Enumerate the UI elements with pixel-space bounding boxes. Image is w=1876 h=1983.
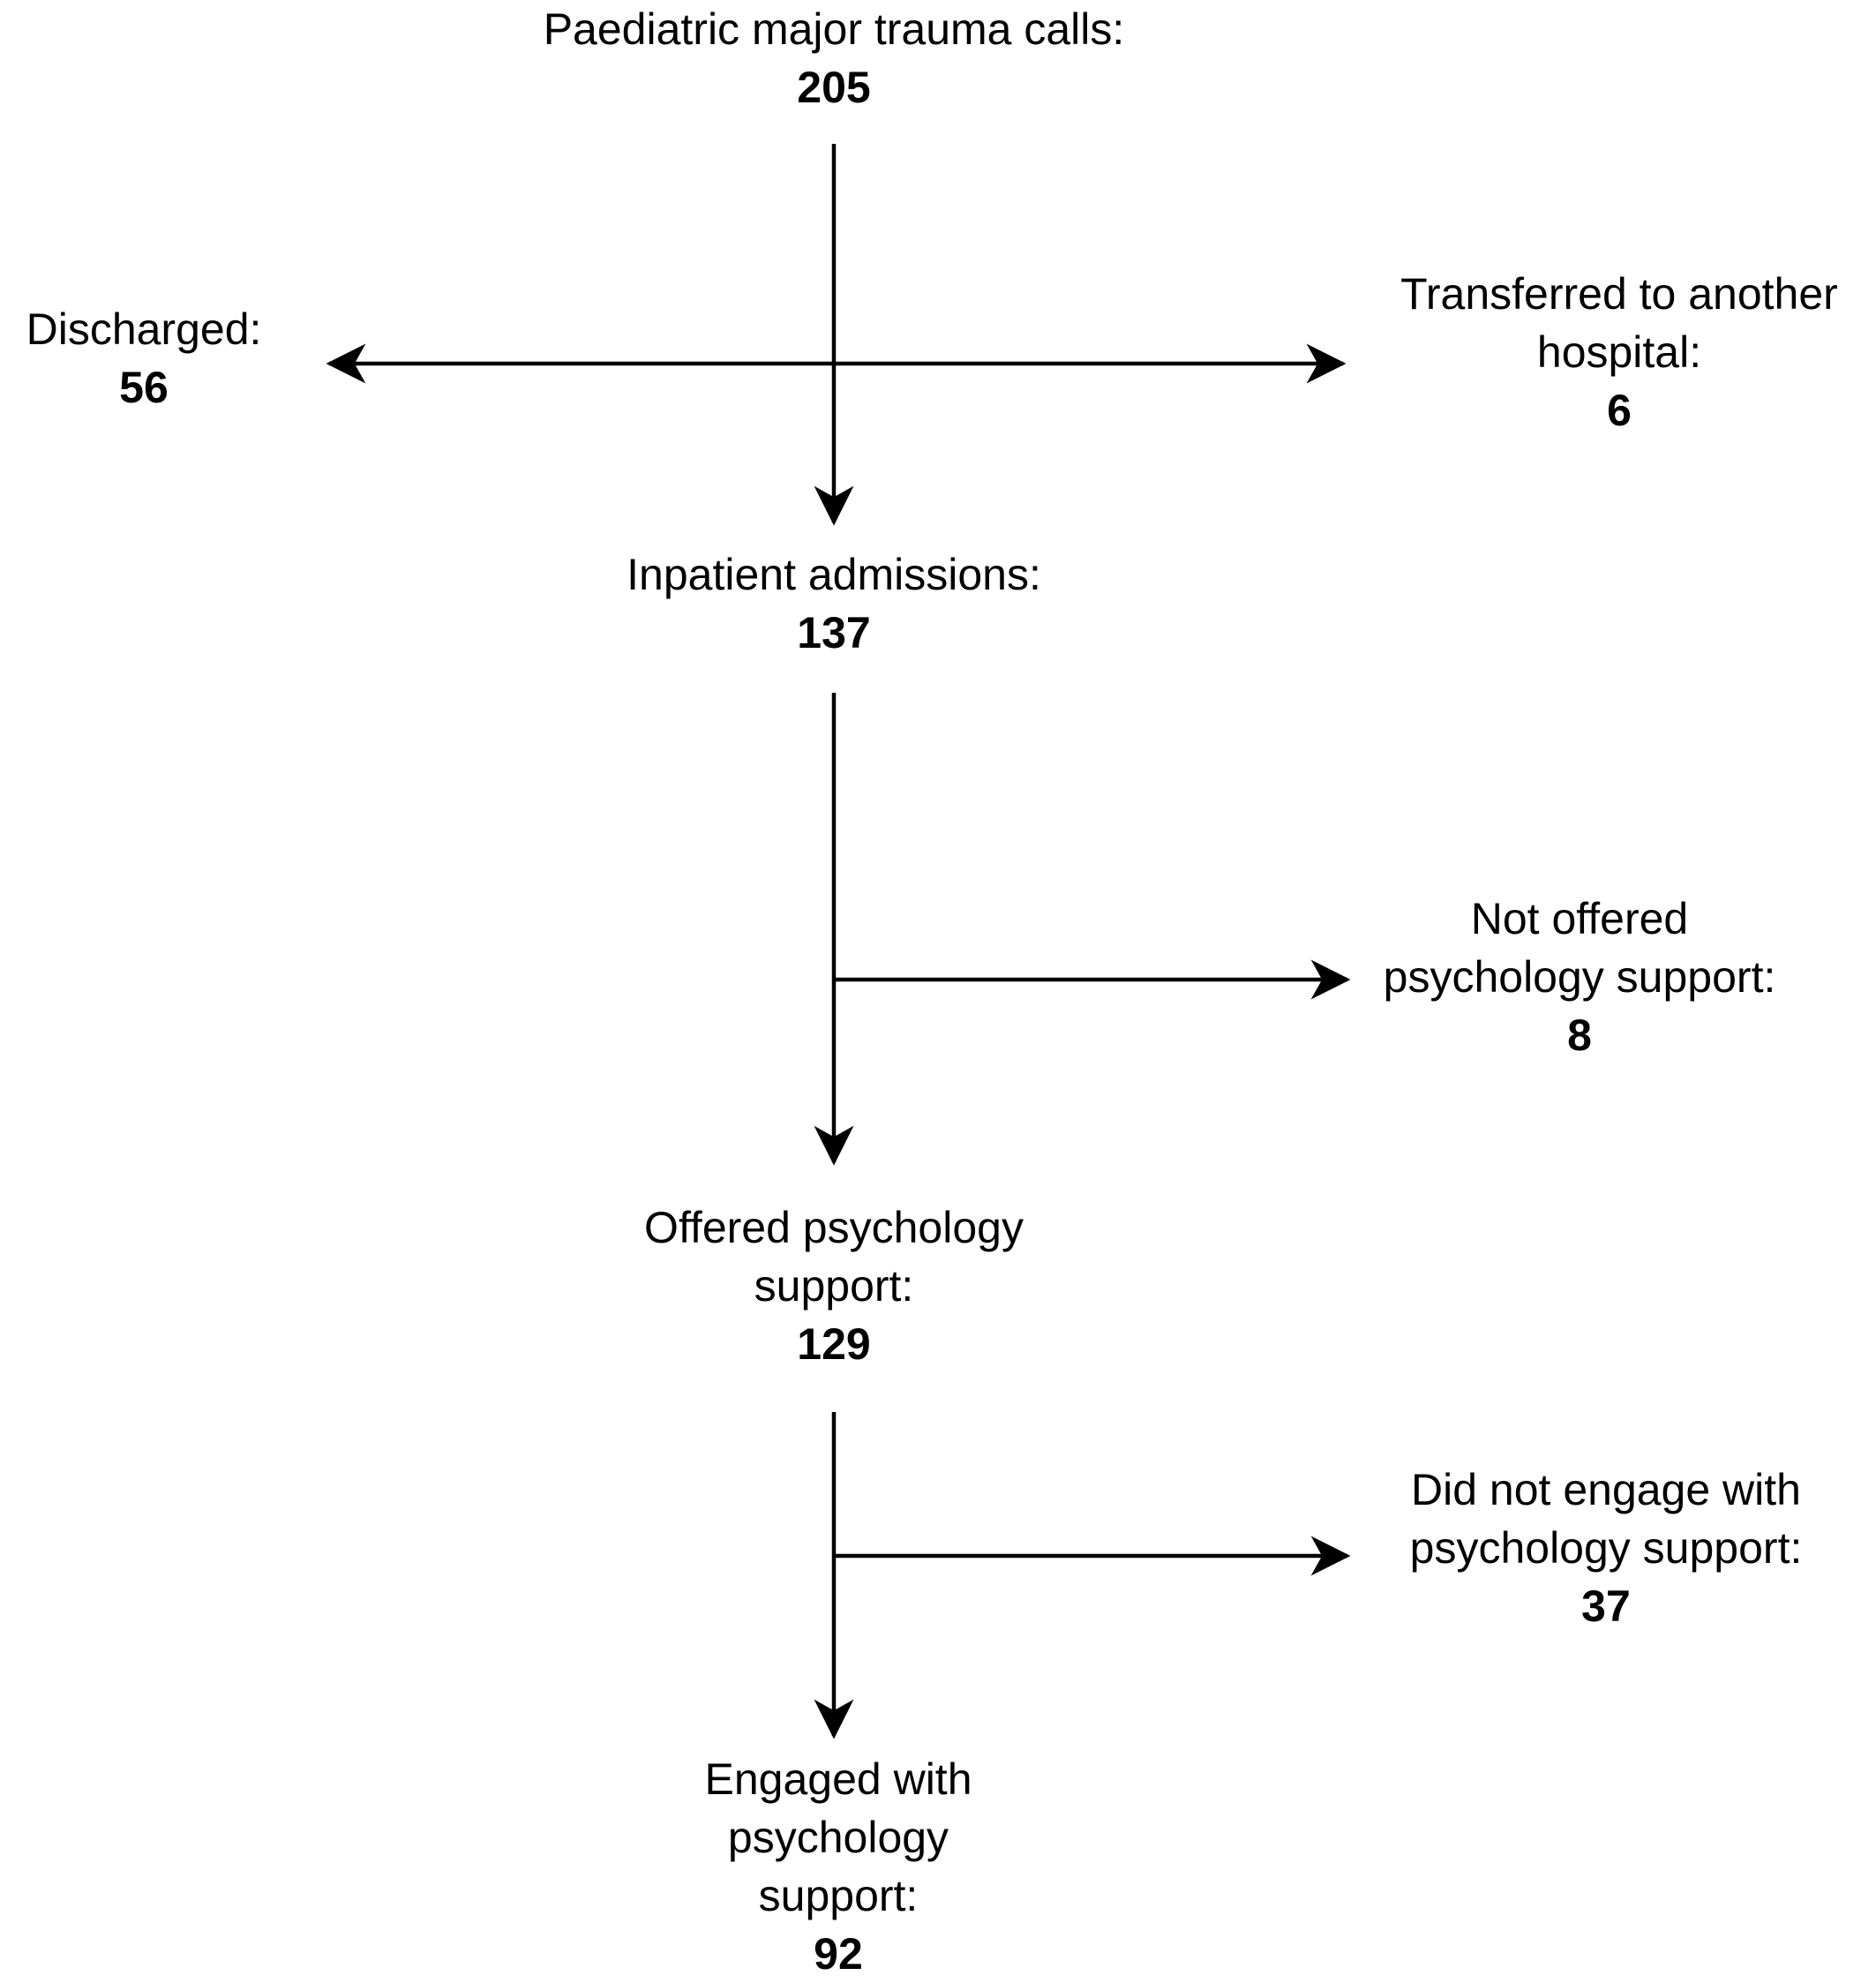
node-engaged-label-line2: psychology	[727, 1813, 949, 1862]
node-not-offered-value: 8	[1567, 1010, 1592, 1060]
node-not-engaged-value: 37	[1581, 1581, 1631, 1631]
node-discharged: Discharged: 56	[26, 300, 262, 417]
node-trauma-calls: Paediatric major trauma calls: 205	[544, 0, 1125, 116]
node-discharged-value: 56	[119, 363, 169, 412]
node-inpatient-label: Inpatient admissions:	[627, 550, 1041, 599]
node-trauma-calls-value: 205	[797, 63, 871, 112]
node-offered-label-line1: Offered psychology	[644, 1203, 1024, 1252]
node-transferred-label-line2: hospital:	[1536, 327, 1702, 377]
node-engaged-label-line3: support:	[758, 1871, 919, 1920]
node-offered-label-line2: support:	[754, 1261, 914, 1311]
node-transferred: Transferred to another hospital: 6	[1400, 265, 1838, 439]
node-not-offered-label-line2: psychology support:	[1383, 952, 1776, 1002]
node-inpatient: Inpatient admissions: 137	[627, 545, 1041, 662]
node-not-engaged: Did not engage with psychology support: …	[1410, 1461, 1803, 1635]
node-transferred-value: 6	[1607, 386, 1632, 435]
node-inpatient-value: 137	[797, 608, 871, 657]
node-not-offered: Not offered psychology support: 8	[1384, 890, 1776, 1064]
node-offered: Offered psychology support: 129	[644, 1198, 1024, 1373]
node-not-offered-label-line1: Not offered	[1470, 894, 1689, 943]
node-engaged: Engaged with psychology support: 92	[704, 1750, 972, 1983]
node-engaged-label-line1: Engaged with	[704, 1754, 972, 1804]
node-trauma-calls-label: Paediatric major trauma calls:	[543, 4, 1125, 54]
node-not-engaged-label-line1: Did not engage with	[1411, 1465, 1801, 1514]
node-offered-value: 129	[797, 1319, 871, 1369]
node-transferred-label-line1: Transferred to another	[1400, 269, 1838, 319]
node-not-engaged-label-line2: psychology support:	[1409, 1523, 1803, 1573]
node-engaged-value: 92	[814, 1929, 863, 1979]
node-discharged-label: Discharged:	[26, 304, 262, 354]
